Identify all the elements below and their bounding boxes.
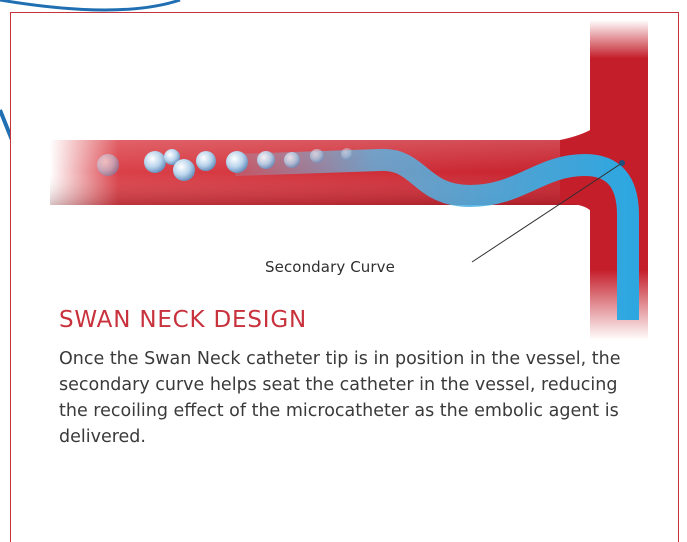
- description-text: Once the Swan Neck catheter tip is in po…: [59, 346, 649, 450]
- callout-dot: [619, 160, 625, 166]
- callout-label-secondary-curve: Secondary Curve: [265, 258, 395, 276]
- section-title: SWAN NECK DESIGN: [59, 307, 307, 333]
